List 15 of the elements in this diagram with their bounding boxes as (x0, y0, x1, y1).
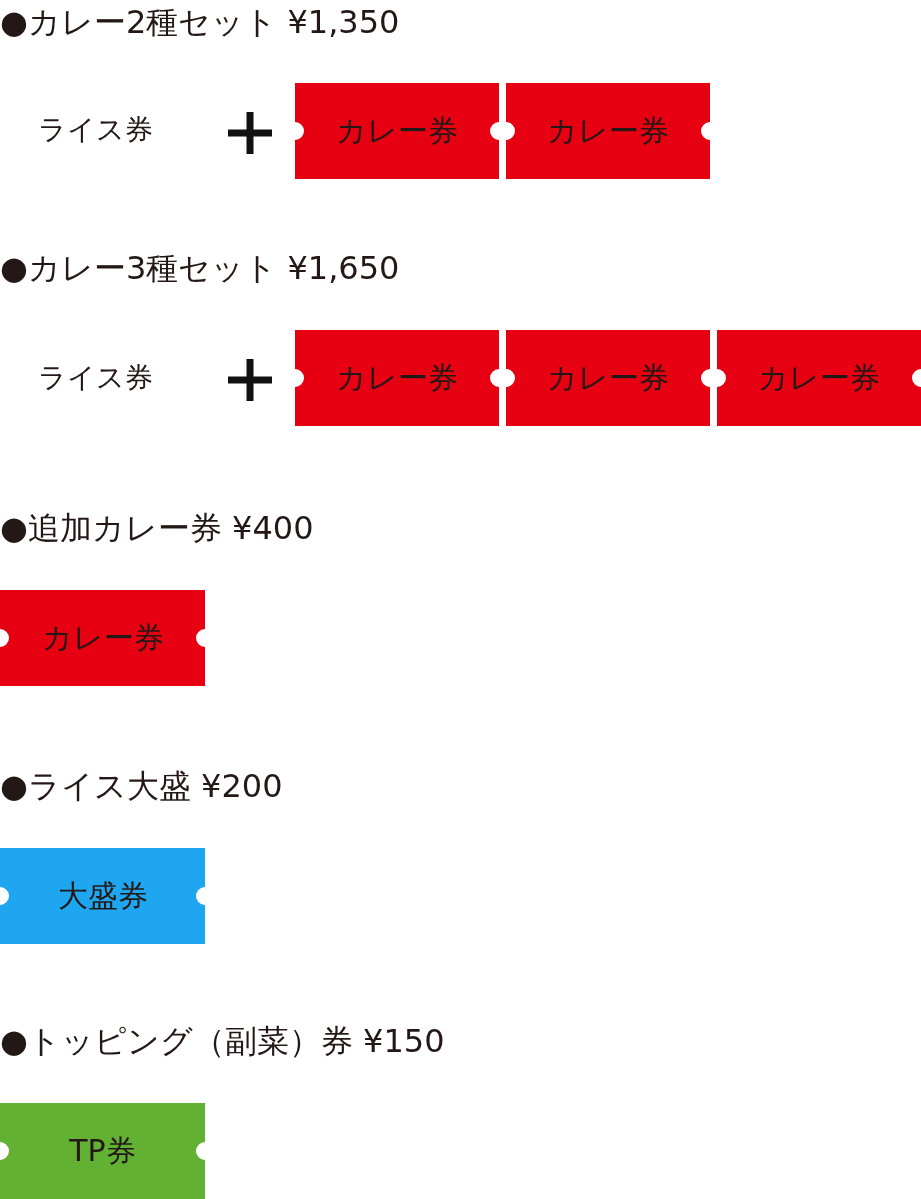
ticket-label: 大盛券 (56, 878, 149, 914)
section-heading: ●追加カレー券 ¥400 (0, 508, 314, 548)
ticket-label: カレー券 (40, 620, 165, 656)
ticket-label: TP券 (68, 1133, 137, 1169)
item-label: ライス券 (38, 112, 153, 148)
ticket-label: カレー券 (335, 113, 459, 149)
section-heading: ●カレー2種セット ¥1,350 (0, 2, 400, 42)
section-heading: ●カレー3種セット ¥1,650 (0, 248, 400, 288)
section-heading: ●ライス大盛 ¥200 (0, 766, 283, 806)
ticket-label: カレー券 (335, 360, 459, 396)
ticket-label: カレー券 (546, 113, 670, 149)
ticket-label: カレー券 (546, 360, 670, 396)
item-label: ライス券 (38, 360, 153, 396)
section-heading: ●トッピング（副菜）券 ¥150 (0, 1021, 445, 1061)
ticket-label: カレー券 (757, 360, 881, 396)
